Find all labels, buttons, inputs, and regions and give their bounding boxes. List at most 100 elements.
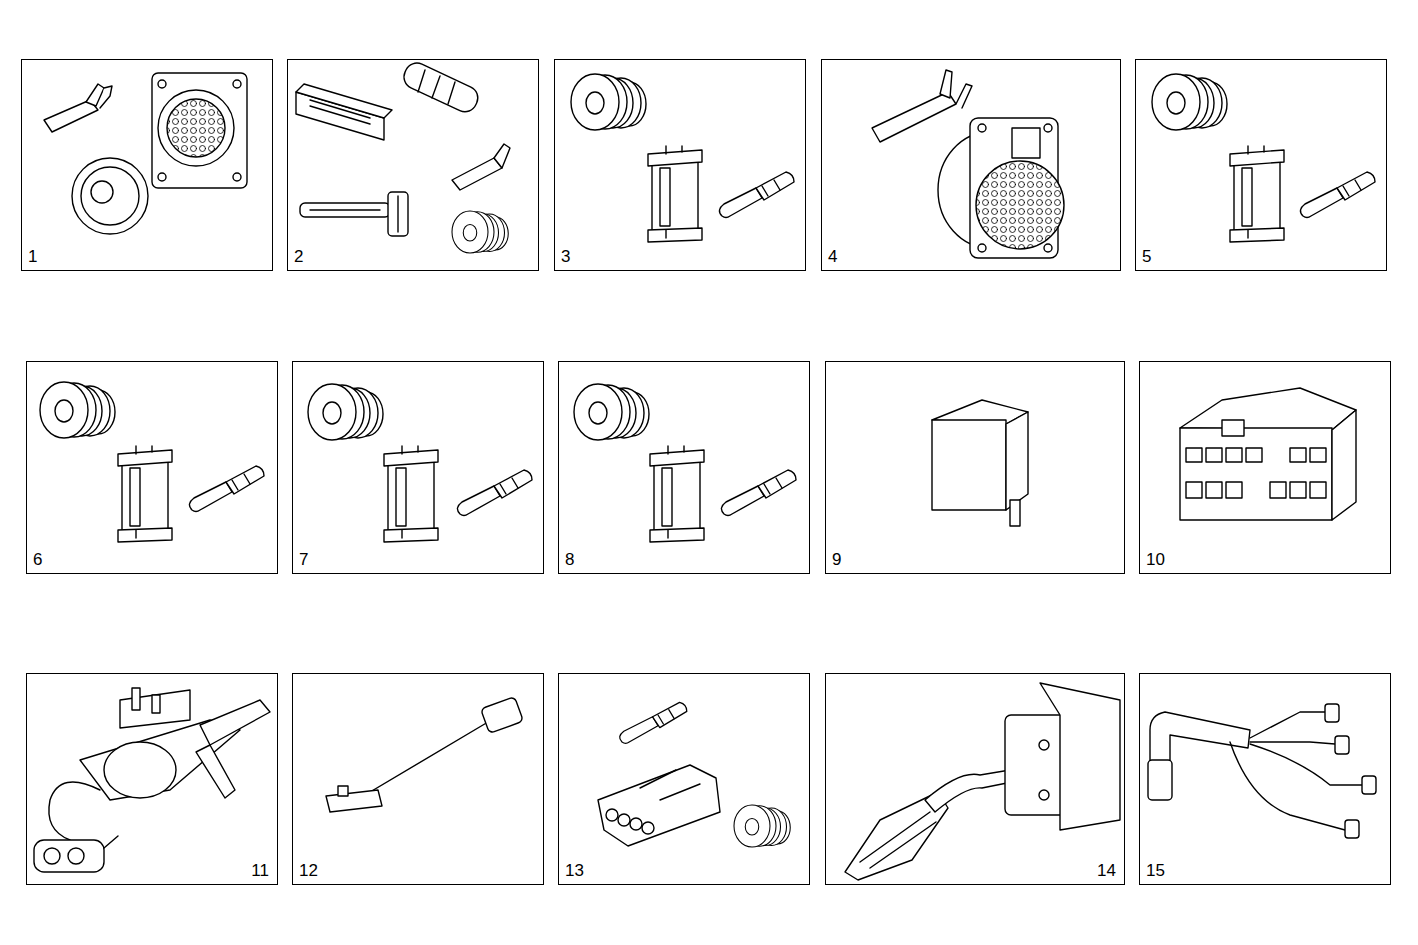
illustration-line bbox=[1310, 448, 1326, 462]
illustration-line bbox=[118, 446, 172, 542]
multi-connector bbox=[1180, 388, 1356, 520]
illustration-line bbox=[1345, 820, 1359, 838]
illustration-line bbox=[44, 100, 98, 132]
illustration-line bbox=[1012, 128, 1040, 158]
callout-number: 1 bbox=[28, 248, 37, 265]
callout-number: 8 bbox=[565, 551, 574, 568]
illustration-line bbox=[1310, 482, 1326, 498]
illustration-line bbox=[1206, 482, 1222, 498]
illustration-line bbox=[1148, 760, 1172, 800]
illustration-line bbox=[1152, 74, 1227, 130]
callout-number: 13 bbox=[565, 862, 584, 879]
illustration-line bbox=[167, 99, 225, 157]
illustration-line bbox=[1186, 448, 1202, 462]
connector-parts bbox=[44, 73, 247, 234]
illustration-line bbox=[1250, 742, 1335, 744]
illustration-line bbox=[1270, 482, 1286, 498]
part-panel: 6 bbox=[26, 361, 278, 574]
illustration-line bbox=[1222, 420, 1244, 436]
relay bbox=[932, 400, 1028, 526]
illustration-line bbox=[574, 384, 649, 440]
illustration-line bbox=[104, 742, 176, 798]
sensor bbox=[34, 688, 270, 872]
part-panel: 11 bbox=[26, 673, 278, 885]
part-panel: 3 bbox=[554, 59, 806, 271]
illustration-line bbox=[397, 196, 398, 232]
callout-number: 14 bbox=[1097, 862, 1116, 879]
illustration-line bbox=[1250, 712, 1325, 738]
illustration-line bbox=[1335, 736, 1349, 754]
illustration-line bbox=[1332, 410, 1356, 520]
illustration-line bbox=[34, 840, 104, 872]
illustration-line bbox=[91, 181, 113, 203]
illustration-line bbox=[72, 158, 148, 234]
part-panel: 14 bbox=[825, 673, 1125, 885]
callout-number: 4 bbox=[828, 248, 837, 265]
callout-number: 10 bbox=[1146, 551, 1165, 568]
illustration-line bbox=[1290, 482, 1306, 498]
illustration-line bbox=[932, 420, 1006, 510]
callout-number: 15 bbox=[1146, 862, 1165, 879]
callout-number: 9 bbox=[832, 551, 841, 568]
illustration-line bbox=[40, 382, 115, 438]
illustration-line bbox=[457, 470, 532, 516]
part-panel: 10 bbox=[1139, 361, 1391, 574]
part-panel: 9 bbox=[825, 361, 1125, 574]
connector-parts bbox=[571, 74, 794, 242]
illustration-line bbox=[481, 697, 524, 734]
illustration-line bbox=[360, 722, 488, 798]
part-panel: 2 bbox=[287, 59, 539, 271]
illustration-line bbox=[642, 822, 654, 834]
callout-number: 7 bbox=[299, 551, 308, 568]
illustration-line bbox=[925, 770, 1012, 812]
illustration-line bbox=[648, 146, 702, 242]
illustration-line bbox=[630, 818, 642, 830]
illustration-line bbox=[100, 86, 112, 108]
illustration-line bbox=[620, 702, 687, 743]
illustration-line bbox=[1325, 704, 1339, 722]
illustration-line bbox=[418, 70, 455, 104]
illustration-line bbox=[44, 848, 60, 864]
illustration-line bbox=[400, 59, 482, 116]
illustration-line bbox=[104, 836, 118, 848]
illustration-line bbox=[978, 124, 986, 132]
illustration-line bbox=[189, 466, 264, 512]
illustration-line bbox=[940, 70, 952, 98]
illustration-line bbox=[68, 848, 84, 864]
illustration-line bbox=[1186, 482, 1202, 498]
connector-parts bbox=[598, 702, 790, 847]
part-panel: 15 bbox=[1139, 673, 1391, 885]
illustration-line bbox=[606, 809, 618, 821]
illustration-line bbox=[640, 770, 700, 800]
illustration-line bbox=[1180, 428, 1332, 520]
illustration-line bbox=[1226, 482, 1242, 498]
illustration-line bbox=[494, 144, 510, 168]
illustration-line bbox=[956, 84, 972, 108]
illustration-line bbox=[196, 745, 235, 798]
illustration-line bbox=[49, 782, 100, 840]
illustration-line bbox=[650, 446, 704, 542]
illustration-line bbox=[132, 688, 140, 710]
illustration-line bbox=[1206, 448, 1222, 462]
part-panel: 1 bbox=[21, 59, 273, 271]
illustration-line bbox=[1006, 412, 1028, 510]
callout-number: 12 bbox=[299, 862, 318, 879]
illustration-line bbox=[1290, 448, 1306, 462]
illustration-line bbox=[310, 100, 370, 124]
illustration-line bbox=[296, 84, 392, 118]
illustration-line bbox=[571, 74, 646, 130]
illustration-line bbox=[158, 90, 234, 166]
illustration-line bbox=[200, 700, 270, 745]
illustration-line bbox=[1362, 776, 1376, 794]
illustration-line bbox=[1230, 742, 1345, 830]
illustration-line bbox=[618, 814, 630, 826]
connector-parts bbox=[872, 70, 1064, 258]
illustration-line bbox=[1039, 790, 1049, 800]
callout-number: 11 bbox=[251, 862, 269, 879]
part-panel: 5 bbox=[1135, 59, 1387, 271]
connector-parts bbox=[40, 382, 264, 542]
illustration-line bbox=[326, 790, 382, 812]
illustration-line bbox=[233, 173, 241, 181]
part-panel: 12 bbox=[292, 673, 544, 885]
